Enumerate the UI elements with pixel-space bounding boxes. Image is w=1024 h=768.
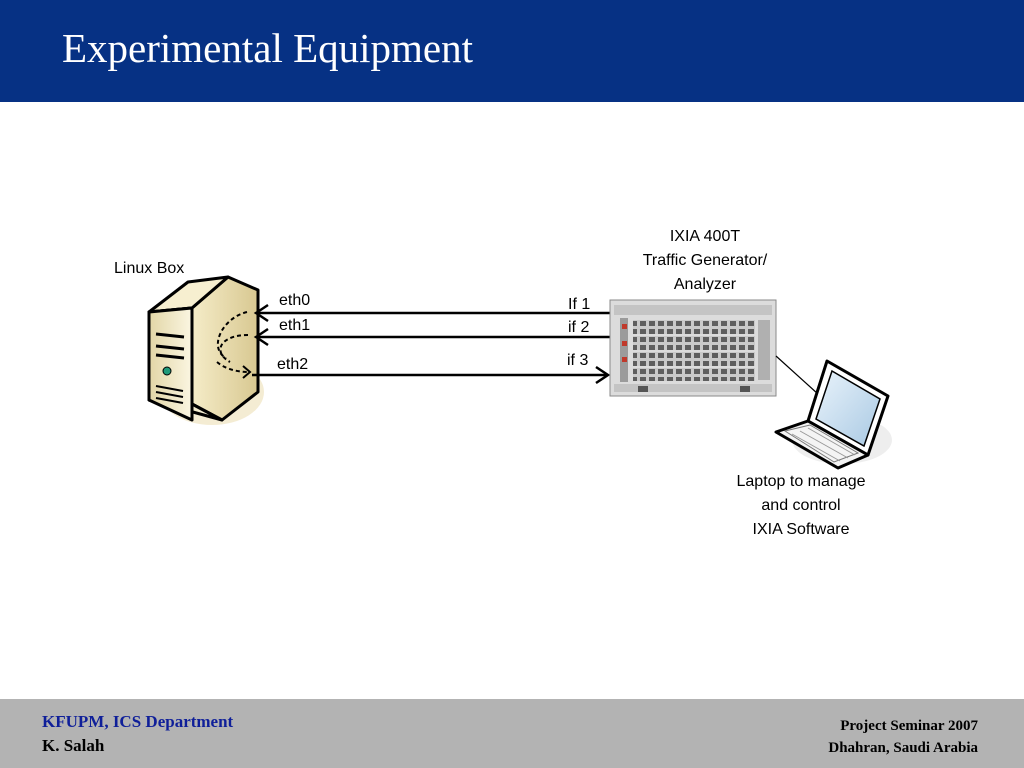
footer-event: Project Seminar 2007: [840, 718, 978, 734]
ixia-label: IXIA 400T Traffic Generator/ Analyzer: [605, 225, 805, 297]
server-tower-icon: [147, 275, 264, 425]
footer-event-info: Project Seminar 2007 Dhahran, Saudi Arab…: [828, 715, 978, 759]
if2-label: if 2: [568, 319, 590, 336]
laptop-label: Laptop to manage and control IXIA Softwa…: [700, 470, 902, 542]
connection-eth0-if1: [253, 303, 612, 323]
diagram-canvas: [147, 275, 892, 470]
ixia-label-line-2: Traffic Generator/: [642, 252, 768, 269]
footer-author: K. Salah: [42, 736, 105, 755]
if1-label: If 1: [568, 296, 591, 313]
connection-eth1-if2: [253, 327, 612, 347]
linux-box-label: Linux Box: [114, 260, 185, 277]
ixia-chassis-icon: [609, 299, 777, 397]
eth1-label: eth1: [279, 317, 311, 334]
eth0-label: eth0: [279, 292, 311, 309]
connection-eth2-if3: [252, 365, 611, 385]
title-bar: Experimental Equipment: [0, 0, 1024, 102]
laptop-cable: [775, 355, 819, 395]
laptop-label-line-3: IXIA Software: [752, 521, 850, 538]
ixia-label-line-1: IXIA 400T: [669, 228, 741, 245]
footer-bar: KFUPM, ICS Department K. Salah Project S…: [0, 699, 1024, 768]
footer-location: Dhahran, Saudi Arabia: [828, 740, 978, 756]
footer-organization: KFUPM, ICS Department: [42, 712, 234, 731]
network-diagram: Linux Box eth0 eth1 eth2 If 1 if 2 if 3 …: [0, 102, 1024, 699]
ixia-label-line-3: Analyzer: [673, 276, 737, 293]
if3-label: if 3: [567, 352, 589, 369]
laptop-label-line-2: and control: [761, 497, 841, 514]
eth2-label: eth2: [277, 356, 309, 373]
laptop-label-line-1: Laptop to manage: [736, 473, 866, 490]
slide-title: Experimental Equipment: [62, 25, 474, 71]
laptop-icon: [774, 359, 892, 470]
